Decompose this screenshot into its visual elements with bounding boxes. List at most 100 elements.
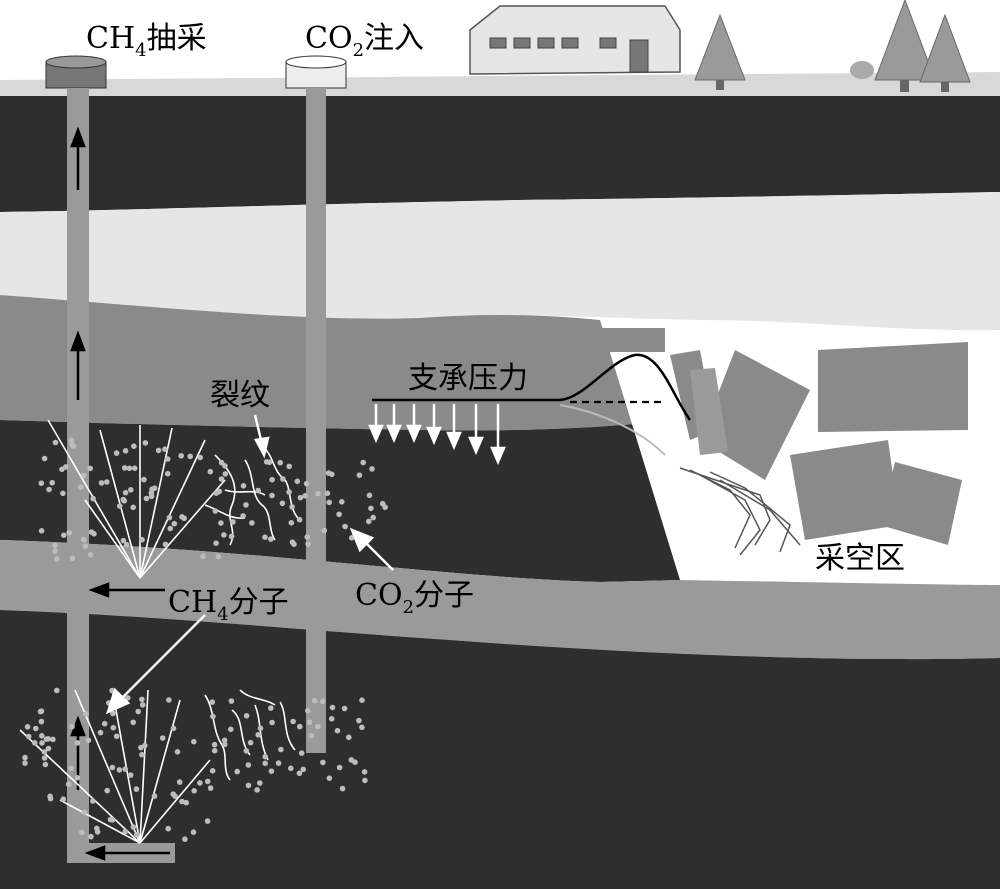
molecule-dot: [207, 785, 214, 791]
molecule-dot: [211, 741, 218, 748]
molecule-dot: [234, 768, 240, 775]
molecule-dot: [268, 536, 274, 542]
molecule-dot: [104, 787, 110, 794]
molecule-dot: [254, 787, 260, 793]
collapsed-block-1: [560, 328, 665, 352]
molecule-dot: [113, 733, 120, 740]
roof-mid-layer: [0, 295, 680, 431]
molecule-dot: [211, 747, 218, 754]
molecule-dot: [245, 762, 252, 768]
molecule-dot: [74, 740, 81, 746]
goaf-label: 采空区: [815, 541, 905, 576]
molecule-dot: [178, 453, 184, 459]
molecule-dot: [170, 725, 177, 732]
tree-icon: [919, 13, 971, 92]
molecule-dot: [151, 485, 158, 492]
molecule-dot: [133, 786, 140, 792]
molecule-dot: [47, 793, 53, 800]
molecule-dot: [262, 534, 268, 540]
molecule-dot: [297, 494, 304, 501]
molecule-dot: [228, 698, 235, 704]
molecule-dot: [81, 472, 87, 479]
molecule-dot: [336, 764, 343, 771]
molecule-dot: [33, 725, 39, 732]
molecule-dot: [126, 465, 133, 472]
co2-injection-label: CO2注入: [305, 21, 424, 61]
molecule-dot: [131, 465, 138, 472]
molecule-dot: [120, 496, 127, 503]
molecule-dot: [68, 765, 74, 772]
molecule-dot: [31, 740, 38, 746]
molecule-dot: [359, 697, 365, 703]
molecule-dot: [197, 780, 203, 786]
molecule-dot: [38, 528, 45, 534]
molecule-dot: [204, 818, 211, 824]
molecule-dot: [49, 479, 55, 486]
molecule-dot: [204, 778, 211, 785]
molecule-dot: [174, 749, 181, 755]
molecule-dot: [243, 748, 250, 754]
ch4-molecule-pointer: [88, 582, 165, 598]
tree-icon: [874, 0, 936, 92]
molecule-dot: [289, 504, 295, 510]
molecule-dot: [166, 514, 173, 521]
molecule-dot: [176, 779, 183, 785]
ch4-molecule-label: CH4分子: [168, 585, 289, 625]
molecule-dot: [240, 483, 247, 489]
molecule-dot: [121, 465, 128, 471]
collapsed-block-7: [880, 462, 962, 545]
ch4-extraction-label: CH4抽采: [86, 21, 207, 61]
molecule-dot: [155, 447, 162, 454]
molecule-dot: [82, 543, 89, 549]
molecule-dot: [39, 733, 45, 739]
molecule-dot: [122, 766, 128, 772]
molecule-dot: [135, 708, 141, 715]
molecule-dot: [288, 765, 294, 772]
surface-building: [469, 5, 681, 75]
molecule-dot: [183, 799, 189, 806]
molecule-dot: [54, 687, 60, 694]
molecule-dot: [280, 476, 286, 482]
molecule-dot: [329, 704, 336, 711]
molecule-dot: [212, 508, 219, 514]
molecule-dot: [291, 541, 297, 547]
molecule-dot: [65, 781, 72, 787]
molecule-dot: [87, 552, 94, 558]
molecule-dot: [210, 713, 216, 720]
molecule-dot: [379, 500, 386, 507]
molecule-dot: [262, 753, 269, 760]
molecule-dot: [141, 476, 147, 483]
molecule-dot: [88, 833, 94, 840]
molecule-dot: [243, 502, 249, 508]
molecule-dot: [127, 772, 134, 778]
molecule-dot: [120, 537, 127, 544]
molecule-dot: [200, 553, 206, 559]
molecule-dot: [278, 746, 284, 753]
molecule-dot: [171, 520, 178, 527]
molecule-dot: [85, 737, 92, 744]
molecule-dot: [207, 468, 214, 475]
molecule-dot: [279, 500, 286, 507]
molecule-dot: [52, 439, 59, 446]
molecule-dot: [356, 717, 362, 724]
molecule-dot: [339, 785, 346, 792]
molecule-dot: [339, 499, 345, 505]
molecule-dot: [104, 479, 110, 485]
molecule-dot: [159, 735, 166, 741]
molecule-dot: [78, 484, 84, 491]
molecule-dot: [25, 733, 32, 740]
molecule-dot: [179, 514, 185, 520]
molecule-dot: [348, 757, 355, 763]
molecule-dot: [275, 760, 282, 766]
bush-icon: [850, 61, 874, 79]
molecule-dot: [109, 764, 116, 771]
molecule-dot: [69, 723, 75, 730]
molecule-dot: [74, 775, 81, 781]
molecule-dot: [222, 741, 228, 748]
molecule-dot: [52, 548, 58, 554]
molecule-dot: [348, 535, 355, 541]
molecule-dot: [228, 533, 235, 540]
molecule-dot: [218, 520, 224, 526]
support-pressure-label: 支承压力: [408, 361, 528, 396]
